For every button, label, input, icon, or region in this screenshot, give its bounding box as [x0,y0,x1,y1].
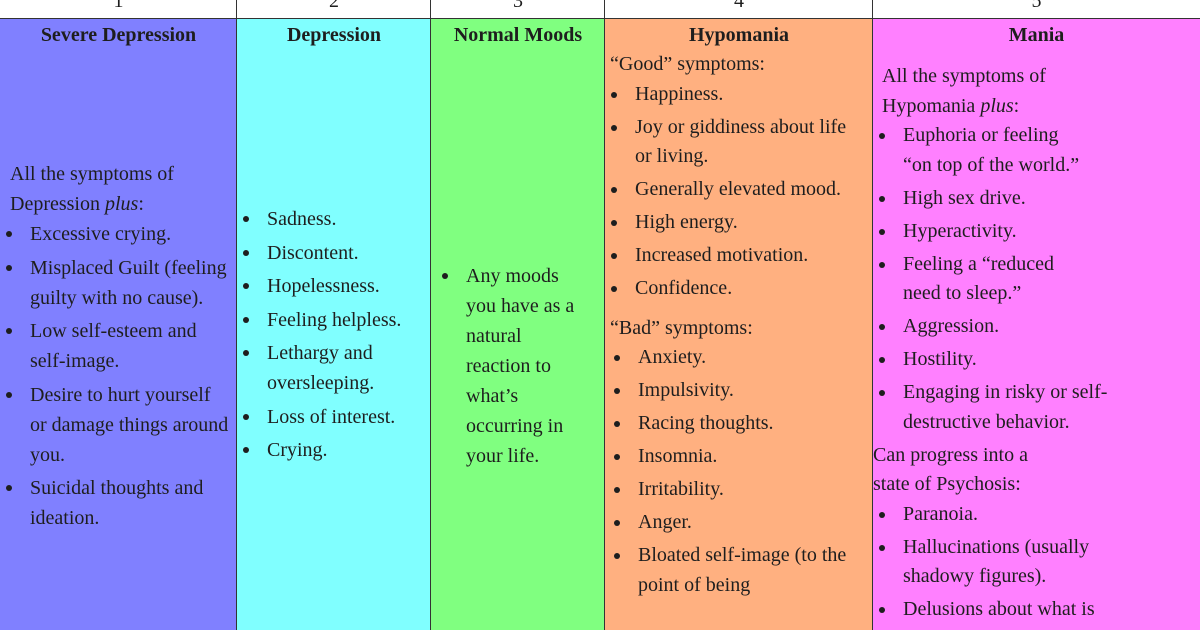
symptom-list: Euphoria or feeling “on top of the world… [873,121,1160,437]
column-header-hypomania: Hypomania [605,18,873,53]
column-body: All the symptoms of Hypomania plus: Euph… [873,52,1200,630]
column-body: Sadness. Discontent. Hopelessness. Feeli… [237,52,431,630]
list-item: Engaging in risky or self-destructive be… [873,378,1160,437]
list-item: Aggression. [873,312,1160,342]
column-header-normal-moods: Normal Moods [431,18,605,53]
list-item: Misplaced Guilt (feeling guilty with no … [0,253,229,313]
column-number: 2 [237,0,431,18]
list-item: Generally elevated mood. [605,175,863,205]
column-depression: 2 Depression Sadness. Discontent. Hopele… [237,0,431,630]
column-body: Any moods you have as a natural reaction… [431,52,605,630]
symptom-list: Sadness. Discontent. Hopelessness. Feeli… [237,204,425,465]
list-item: Happiness. [605,80,863,110]
list-item: High energy. [605,208,863,238]
list-item: Any moods you have as a natural reaction… [436,261,585,471]
list-item: Euphoria or feeling “on top of the world… [873,121,1160,180]
list-item: Anxiety. [608,343,863,373]
list-item: Hopelessness. [237,271,425,301]
column-number: 1 [0,0,237,18]
list-item: Hyperactivity. [873,217,1160,247]
list-item: Sadness. [237,204,425,234]
column-hypomania: 4 Hypomania “Good” symptoms: Happiness. … [605,0,873,630]
symptom-list: Any moods you have as a natural reaction… [436,261,585,471]
list-item: Confidence. [605,274,863,304]
psychosis-label: Can progress into a state of Psychosis: [873,443,1028,496]
column-divider [604,0,605,630]
column-body: “Good” symptoms: Happiness. Joy or giddi… [605,52,873,630]
list-item: Excessive crying. [0,219,229,249]
bad-symptom-list: Anxiety. Impulsivity. Racing thoughts. I… [608,343,863,600]
list-item: High sex drive. [873,184,1160,214]
list-item: Irritability. [608,475,863,505]
list-item: Joy or giddiness about life or living. [605,113,863,172]
column-mania: 5 Mania All the symptoms of Hypomania pl… [873,0,1200,630]
column-divider [236,0,237,630]
column-divider [872,0,873,630]
list-item: Delusions about what is [873,595,1160,625]
good-symptoms-label: “Good” symptoms: [610,53,765,75]
list-item: Hallucinations (usually shadowy figures)… [873,533,1160,592]
column-header-mania: Mania [873,18,1200,53]
column-header-severe-depression: Severe Depression [0,18,237,53]
list-item: Feeling helpless. [237,305,425,335]
list-item: Bloated self-image (to the point of bein… [608,541,863,600]
column-number: 4 [605,0,873,18]
psychosis-list: Paranoia. Hallucinations (usually shadow… [873,500,1160,625]
list-item: Anger. [608,508,863,538]
list-item: Crying. [237,435,425,465]
intro-text: All the symptoms of Hypomania plus: [882,65,1046,117]
intro-text: All the symptoms of Depression plus: [10,163,174,215]
list-item: Increased motivation. [605,241,863,271]
list-item: Racing thoughts. [608,409,863,439]
column-body: All the symptoms of Depression plus: Exc… [0,52,237,630]
list-item: Insomnia. [608,442,863,472]
list-item: Lethargy and oversleeping. [237,338,425,398]
good-symptom-list: Happiness. Joy or giddiness about life o… [605,80,863,304]
column-severe-depression: 1 Severe Depression All the symptoms of … [0,0,237,630]
column-normal-moods: 3 Normal Moods Any moods you have as a n… [431,0,605,630]
list-item: Discontent. [237,238,425,268]
symptom-list: Excessive crying. Misplaced Guilt (feeli… [0,219,229,533]
list-item: Hostility. [873,345,1160,375]
column-header-depression: Depression [237,18,431,53]
column-divider [430,0,431,630]
bad-symptoms-label: “Bad” symptoms: [610,316,753,339]
list-item: Suicidal thoughts and ideation. [0,473,229,533]
column-number: 3 [431,0,605,18]
list-item: Loss of interest. [237,402,425,432]
column-number: 5 [873,0,1200,18]
list-item: Desire to hurt yourself or damage things… [0,380,229,470]
list-item: Feeling a “reduced need to sleep.” [873,250,1160,309]
list-item: Low self-esteem and self-image. [0,316,229,376]
list-item: Impulsivity. [608,376,863,406]
list-item: Paranoia. [873,500,1160,530]
